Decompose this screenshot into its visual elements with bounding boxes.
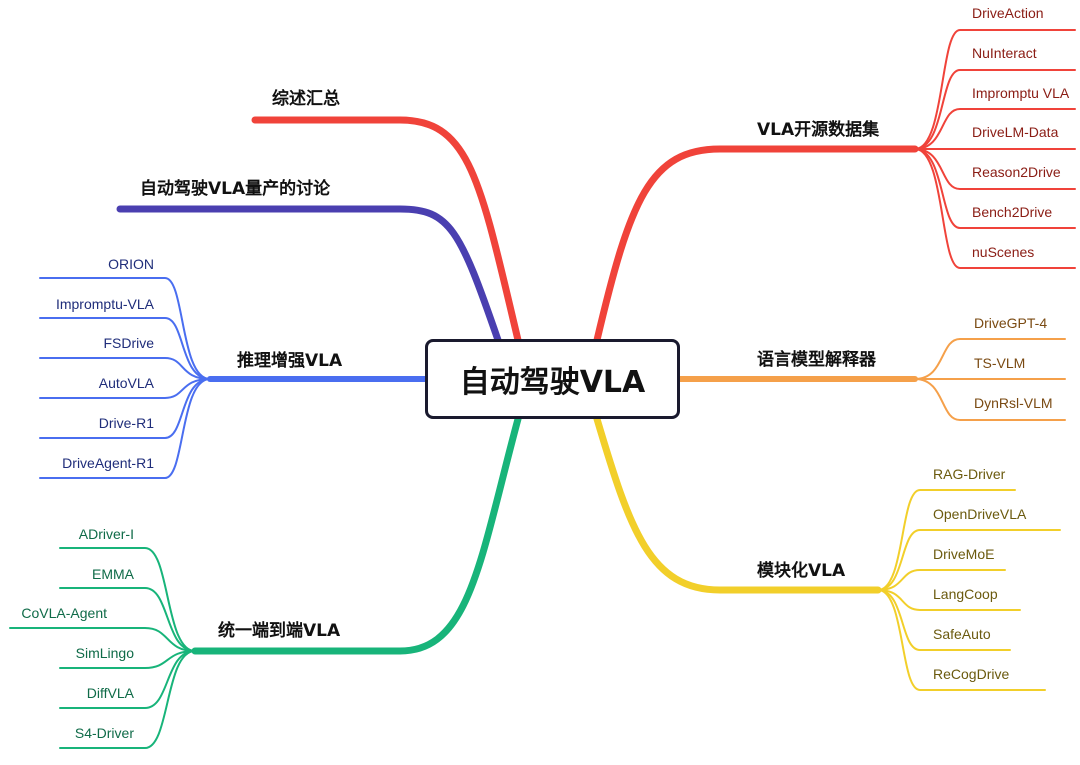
leaf-reason2drive: Reason2Drive bbox=[972, 164, 1061, 180]
branch-open-datasets: VLA开源数据集 bbox=[757, 120, 880, 140]
leaf-s4-driver: S4-Driver bbox=[74, 725, 134, 741]
leaf-safeauto: SafeAuto bbox=[933, 626, 991, 642]
connector-leaf-dataset-1 bbox=[914, 69, 1076, 150]
connector-leaf-reasoning-2 bbox=[39, 357, 211, 380]
connector-leaf-reasoning-1 bbox=[39, 317, 211, 380]
leaf-simlingo: SimLingo bbox=[75, 645, 134, 661]
leaf-opendrivevla: OpenDriveVLA bbox=[933, 506, 1027, 522]
leaf-langcoop: LangCoop bbox=[933, 586, 998, 602]
leaf-nuinteract: NuInteract bbox=[972, 45, 1037, 61]
connector-leaf-unified-2 bbox=[9, 627, 196, 652]
branch-review-summary: 综述汇总 bbox=[272, 89, 340, 109]
leaf-ts-vlm: TS-VLM bbox=[974, 355, 1026, 371]
connector-leaf-unified-0 bbox=[59, 547, 196, 652]
leaf-autovla: AutoVLA bbox=[98, 375, 154, 391]
connector-leaf-dataset-4 bbox=[914, 148, 1076, 190]
leaf-diffvla: DiffVLA bbox=[86, 685, 134, 701]
branch-language-interpreter: 语言模型解释器 bbox=[757, 350, 876, 370]
connector-leaf-unified-3 bbox=[59, 650, 196, 669]
leaf-emma: EMMA bbox=[92, 566, 134, 582]
connector-unified-e2e bbox=[191, 415, 522, 655]
leaf-drivemoe: DriveMoE bbox=[933, 546, 995, 562]
connector-leaf-language-2 bbox=[914, 378, 1066, 421]
leaf-driveagent-r1: DriveAgent-R1 bbox=[62, 455, 154, 471]
connector-mass-production bbox=[116, 205, 502, 344]
connector-leaf-reasoning-0 bbox=[39, 277, 211, 380]
leaf-fsdrive: FSDrive bbox=[103, 335, 154, 351]
leaf-drivelm-data: DriveLM-Data bbox=[972, 124, 1059, 140]
connector-leaf-modular-5 bbox=[877, 589, 1046, 691]
leaf-adriver-i: ADriver-I bbox=[78, 526, 134, 542]
leaf-covla-agent: CoVLA-Agent bbox=[21, 605, 107, 621]
leaf-dynrsl-vlm: DynRsl-VLM bbox=[974, 395, 1053, 411]
connector-review-summary bbox=[251, 116, 522, 344]
connector-leaf-modular-3 bbox=[877, 589, 1021, 611]
connector-leaf-dataset-6 bbox=[914, 148, 1076, 269]
connector-leaf-dataset-2 bbox=[914, 108, 1076, 150]
connector-leaf-unified-5 bbox=[59, 650, 196, 749]
leaf-impromptu-vla-dataset: Impromptu VLA bbox=[972, 85, 1070, 101]
connector-leaf-language-0 bbox=[914, 338, 1066, 380]
branch-modular-vla: 模块化VLA bbox=[757, 561, 846, 581]
connector-leaf-modular-2 bbox=[877, 569, 1006, 591]
branch-reasoning-vla: 推理增强VLA bbox=[237, 351, 343, 371]
leaf-drivegpt-4: DriveGPT-4 bbox=[974, 315, 1048, 331]
connector-open-datasets bbox=[593, 145, 919, 344]
leaf-bench2drive: Bench2Drive bbox=[972, 204, 1053, 220]
connector-leaf-dataset-0 bbox=[914, 29, 1076, 150]
leaf-orion: ORION bbox=[108, 256, 154, 272]
connector-leaf-reasoning-3 bbox=[39, 378, 211, 399]
connector-leaf-modular-0 bbox=[877, 489, 1016, 591]
branch-mass-production-discussion: 自动驾驶VLA量产的讨论 bbox=[140, 179, 331, 199]
connector-leaf-unified-1 bbox=[59, 587, 196, 652]
leaf-recogdrive: ReCogDrive bbox=[933, 666, 1010, 682]
connector-leaf-reasoning-5 bbox=[39, 378, 211, 479]
connector-modular-vla bbox=[593, 415, 882, 594]
leaf-nuscenes: nuScenes bbox=[972, 244, 1035, 260]
connector-leaf-modular-1 bbox=[877, 529, 1061, 591]
leaf-impromptu-vla: Impromptu-VLA bbox=[55, 296, 154, 312]
branch-unified-e2e-vla: 统一端到端VLA bbox=[218, 621, 341, 641]
leaf-rag-driver: RAG-Driver bbox=[933, 466, 1006, 482]
leaf-driveaction: DriveAction bbox=[972, 5, 1044, 21]
central-topic: 自动驾驶VLA bbox=[425, 339, 680, 419]
leaf-drive-r1: Drive-R1 bbox=[98, 415, 154, 431]
